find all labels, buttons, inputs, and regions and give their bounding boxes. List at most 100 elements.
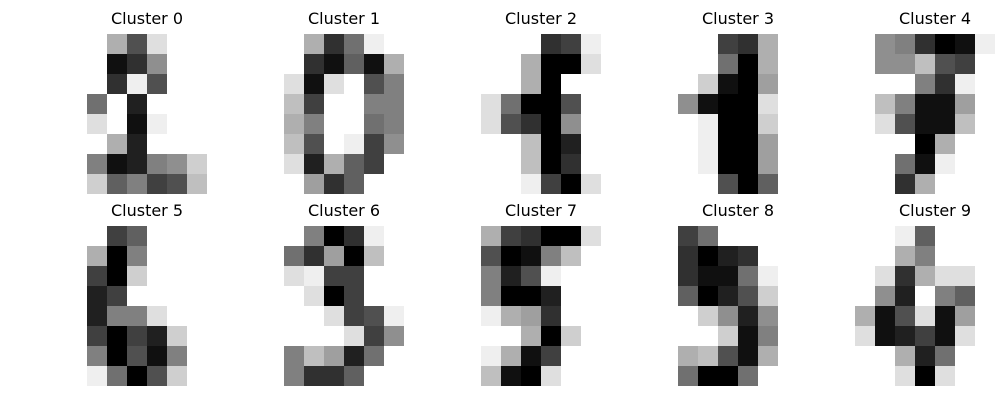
pixel-cell: [264, 306, 285, 327]
pixel-cell: [304, 94, 325, 115]
pixel-cell: [915, 326, 936, 347]
pixel-cell: [601, 154, 621, 175]
pixel-cell: [758, 54, 779, 75]
pixel-cell: [975, 54, 996, 75]
pixel-cell: [187, 226, 208, 247]
pixel-cell: [264, 114, 285, 135]
pixel-cell: [304, 154, 325, 175]
pixel-cell: [935, 326, 956, 347]
pixel-cell: [601, 266, 621, 287]
pixel-cell: [718, 54, 739, 75]
pixel-cell: [875, 154, 896, 175]
pixel-cell: [87, 94, 108, 115]
pixel-cell: [975, 94, 996, 115]
pixel-cell: [738, 246, 759, 267]
pixel-cell: [778, 326, 799, 347]
pixel-cell: [404, 174, 424, 194]
pixel-cell: [207, 174, 227, 194]
pixel-cell: [167, 226, 188, 247]
pixel-cell: [698, 154, 719, 175]
pixel-cell: [601, 94, 621, 115]
pixel-cell: [147, 366, 168, 386]
pixel-cell: [107, 74, 128, 95]
pixel-cell: [521, 266, 542, 287]
pixel-cell: [915, 114, 936, 135]
pixel-cell: [541, 154, 562, 175]
pixel-cell: [324, 154, 345, 175]
pixel-cell: [955, 174, 976, 194]
pixel-cell: [798, 366, 818, 386]
pixel-cell: [738, 306, 759, 327]
pixel-cell: [501, 54, 522, 75]
pixel-cell: [127, 226, 148, 247]
pixel-cell: [541, 174, 562, 194]
pixel-cell: [324, 286, 345, 307]
pixel-cell: [167, 174, 188, 194]
pixel-cell: [107, 226, 128, 247]
pixel-cell: [304, 346, 325, 367]
pixel-cell: [855, 266, 876, 287]
pixel-cell: [698, 94, 719, 115]
pixel-cell: [147, 74, 168, 95]
pixel-cell: [581, 114, 602, 135]
pixel-cell: [384, 154, 405, 175]
pixel-cell: [521, 306, 542, 327]
pixel-cell: [284, 74, 305, 95]
cluster-panel-9: Cluster 9: [855, 202, 1000, 392]
pixel-cell: [167, 74, 188, 95]
pixel-cell: [995, 286, 1000, 307]
pixel-cell: [207, 134, 227, 155]
pixel-cell: [935, 94, 956, 115]
pixel-cell: [521, 114, 542, 135]
pixel-cell: [324, 346, 345, 367]
pixel-cell: [384, 134, 405, 155]
pixel-cell: [778, 154, 799, 175]
pixel-cell: [875, 54, 896, 75]
pixel-cell: [658, 114, 679, 135]
pixel-cell: [698, 74, 719, 95]
pixel-cell: [955, 266, 976, 287]
pixel-cell: [758, 306, 779, 327]
pixel-cell: [758, 326, 779, 347]
pixel-cell: [561, 286, 582, 307]
pixel-cell: [127, 246, 148, 267]
pixel-cell: [718, 266, 739, 287]
pixel-cell: [67, 306, 88, 327]
pixel-cell: [481, 134, 502, 155]
pixel-cell: [915, 286, 936, 307]
pixel-cell: [975, 306, 996, 327]
pixel-cell: [875, 114, 896, 135]
pixel-cell: [915, 134, 936, 155]
pixel-cell: [935, 114, 956, 135]
cluster-panel-1: Cluster 1: [264, 10, 424, 200]
pixel-cell: [718, 154, 739, 175]
pixel-cell: [364, 54, 385, 75]
pixel-cell: [521, 34, 542, 55]
pixel-cell: [718, 286, 739, 307]
pixel-cell: [147, 226, 168, 247]
pixel-cell: [895, 94, 916, 115]
pixel-cell: [364, 34, 385, 55]
pixel-cell: [875, 134, 896, 155]
pixel-cell: [207, 366, 227, 386]
pixel-cell: [461, 174, 482, 194]
pixel-cell: [601, 34, 621, 55]
pixel-cell: [481, 34, 502, 55]
pixel-cell: [758, 94, 779, 115]
pixel-cell: [87, 134, 108, 155]
pixel-cell: [658, 266, 679, 287]
pixel-cell: [718, 74, 739, 95]
pixel-cell: [284, 286, 305, 307]
pixel-cell: [147, 326, 168, 347]
pixel-cell: [778, 34, 799, 55]
pixel-cell: [875, 74, 896, 95]
cluster-center-image: [67, 34, 227, 194]
pixel-cell: [264, 174, 285, 194]
pixel-cell: [344, 34, 365, 55]
pixel-cell: [187, 246, 208, 267]
pixel-cell: [561, 54, 582, 75]
pixel-cell: [324, 74, 345, 95]
pixel-cell: [481, 346, 502, 367]
pixel-cell: [658, 306, 679, 327]
pixel-cell: [284, 114, 305, 135]
